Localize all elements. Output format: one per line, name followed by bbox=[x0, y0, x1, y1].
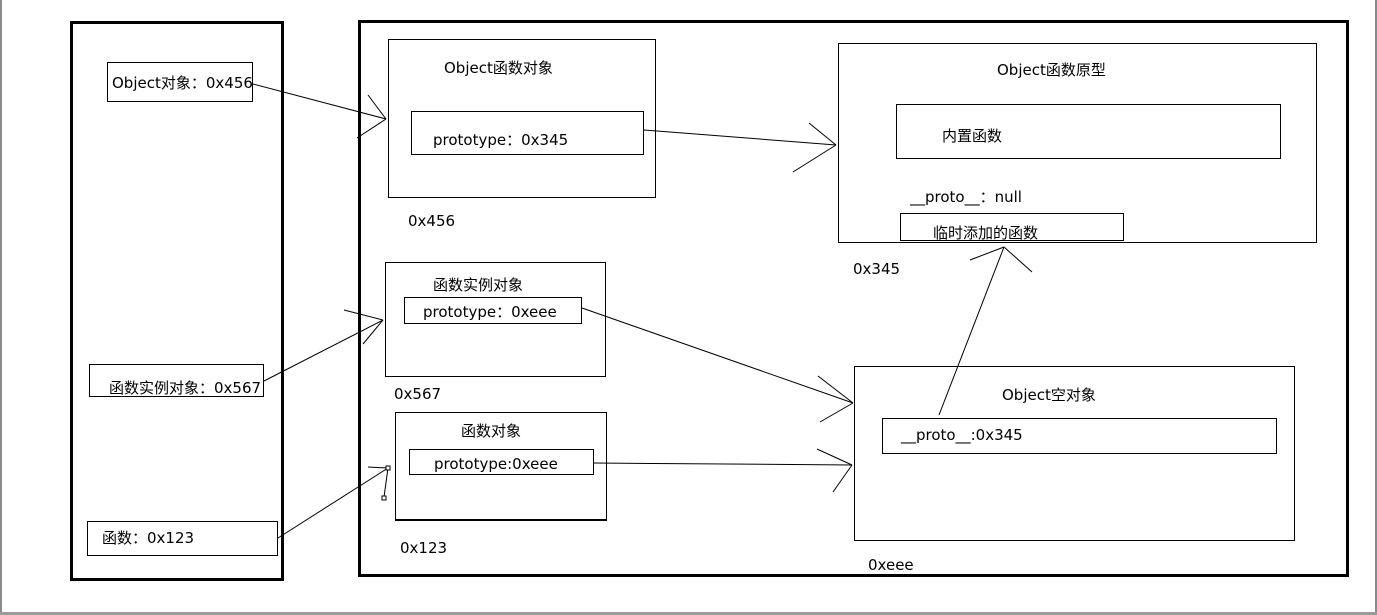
function-prototype-box bbox=[409, 449, 594, 475]
object-function-box bbox=[388, 39, 656, 198]
object-function-prototype-label: prototype：0x345 bbox=[433, 131, 569, 149]
function-object-address: 0x123 bbox=[400, 539, 448, 557]
empty-object-address: 0xeee bbox=[868, 556, 914, 574]
builtin-functions-label: 内置函数 bbox=[942, 127, 1003, 145]
function-object-title: 函数对象 bbox=[461, 422, 522, 440]
builtin-functions-box bbox=[896, 104, 1281, 159]
stack-object-var-box bbox=[107, 62, 253, 102]
object-prototype-address: 0x345 bbox=[853, 260, 901, 278]
stack-instance-var-label: 函数实例对象：0x567 bbox=[109, 379, 262, 397]
stack-function-var-label: 函数：0x123 bbox=[102, 529, 195, 547]
window-bottom-edge bbox=[0, 612, 1377, 615]
empty-object-title: Object空对象 bbox=[1002, 386, 1096, 404]
window-left-edge bbox=[0, 0, 2, 615]
added-function-box bbox=[900, 213, 1124, 241]
instance-prototype-label: prototype：0xeee bbox=[423, 303, 557, 321]
instance-object-title: 函数实例对象 bbox=[433, 276, 524, 294]
stack-function-var-box bbox=[87, 521, 278, 556]
stack-instance-var-box bbox=[89, 364, 264, 397]
function-prototype-label: prototype:0xeee bbox=[434, 455, 558, 473]
instance-object-address: 0x567 bbox=[394, 385, 442, 403]
empty-object-proto-box bbox=[882, 418, 1277, 454]
heap-frame bbox=[358, 20, 1349, 577]
function-object-box bbox=[395, 412, 607, 521]
stack-object-var-label: Object对象：0x456 bbox=[112, 74, 253, 92]
object-prototype-title: Object函数原型 bbox=[997, 61, 1106, 79]
empty-object-proto-label: __proto__:0x345 bbox=[901, 426, 1023, 444]
object-function-title: Object函数对象 bbox=[444, 59, 553, 77]
added-function-label: 临时添加的函数 bbox=[933, 224, 1039, 242]
object-prototype-box bbox=[838, 43, 1317, 243]
stack-frame bbox=[70, 21, 284, 581]
object-function-prototype-box bbox=[411, 111, 644, 155]
object-prototype-proto-label: __proto__：null bbox=[910, 188, 1022, 206]
object-function-address: 0x456 bbox=[408, 212, 456, 230]
instance-prototype-box bbox=[404, 297, 582, 324]
window-right-edge bbox=[1375, 0, 1377, 615]
empty-object-box bbox=[854, 366, 1295, 541]
